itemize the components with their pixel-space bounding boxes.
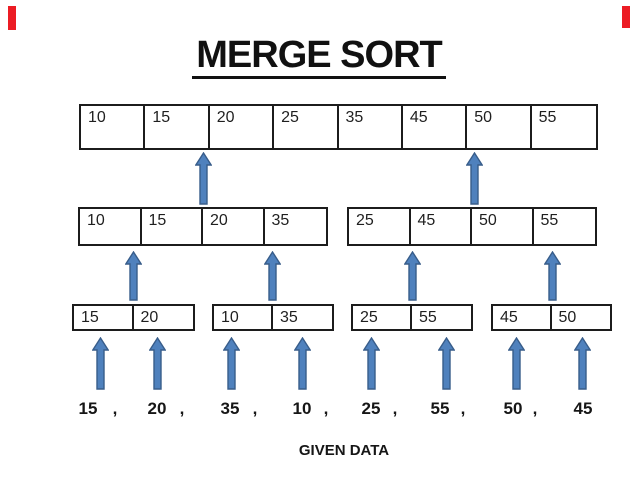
given-number: 20: [147, 399, 167, 418]
up-arrow-icon: [438, 337, 455, 390]
comma-separator: ,: [532, 399, 538, 418]
array-level2-right: 25 45 50 55: [347, 207, 597, 246]
given-number: 50: [503, 399, 523, 418]
array-cell: 10: [214, 306, 273, 329]
array-cell: 45: [411, 209, 472, 244]
up-arrow-icon: [574, 337, 591, 390]
given-number: 55: [430, 399, 450, 418]
page-title-text: MERGE SORT: [192, 36, 446, 79]
array-cell: 20: [210, 106, 275, 148]
array-cell: 20: [140, 309, 159, 326]
up-arrow-icon: [125, 251, 142, 301]
array-cell: 25: [349, 209, 411, 244]
array-cell: 50: [467, 106, 532, 148]
array-cell: 35: [280, 309, 298, 326]
red-marker-right: [622, 6, 630, 28]
given-number: 15: [78, 399, 98, 418]
up-arrow-icon: [223, 337, 240, 390]
given-number: 25: [361, 399, 381, 418]
array-cell: 25: [353, 306, 412, 329]
array-cell: 10: [80, 209, 142, 244]
up-arrow-icon: [466, 152, 483, 205]
array-cell: 55: [419, 309, 437, 326]
array-cell: 35: [339, 106, 403, 148]
array-cell: 15: [74, 306, 134, 329]
up-arrow-icon: [404, 251, 421, 301]
array-cell: 50: [472, 209, 534, 244]
up-arrow-icon: [149, 337, 166, 390]
up-arrow-icon: [363, 337, 380, 390]
given-number: 35: [220, 399, 240, 418]
up-arrow-icon: [264, 251, 281, 301]
given-data-label: GIVEN DATA: [298, 442, 390, 459]
red-marker-left: [8, 6, 16, 30]
array-level3-3: 25 55: [351, 304, 473, 331]
array-cell: 35: [271, 212, 290, 229]
array-cell: 10: [81, 106, 146, 148]
array-level3-1: 15 20: [72, 304, 195, 331]
given-number: 45: [573, 399, 593, 418]
array-cell: 25: [274, 106, 339, 148]
up-arrow-icon: [195, 152, 212, 205]
page-title: MERGE SORT: [0, 36, 638, 79]
comma-separator: ,: [252, 399, 258, 418]
array-cell: 55: [538, 109, 557, 126]
array-cell: 45: [493, 306, 552, 329]
array-cell: 55: [540, 212, 559, 229]
array-level2-left: 10 15 20 35: [78, 207, 328, 246]
comma-separator: ,: [179, 399, 185, 418]
up-arrow-icon: [544, 251, 561, 301]
array-cell: 45: [403, 106, 468, 148]
array-level1: 10 15 20 25 35 45 50 55: [79, 104, 598, 150]
up-arrow-icon: [294, 337, 311, 390]
comma-separator: ,: [460, 399, 466, 418]
array-cell: 15: [142, 209, 203, 244]
array-level3-2: 10 35: [212, 304, 334, 331]
up-arrow-icon: [508, 337, 525, 390]
up-arrow-icon: [92, 337, 109, 390]
array-level3-4: 45 50: [491, 304, 612, 331]
given-number: 10: [292, 399, 312, 418]
array-cell: 50: [558, 309, 577, 326]
comma-separator: ,: [112, 399, 118, 418]
array-cell: 20: [203, 209, 265, 244]
array-cell: 15: [145, 106, 210, 148]
comma-separator: ,: [323, 399, 329, 418]
comma-separator: ,: [392, 399, 398, 418]
